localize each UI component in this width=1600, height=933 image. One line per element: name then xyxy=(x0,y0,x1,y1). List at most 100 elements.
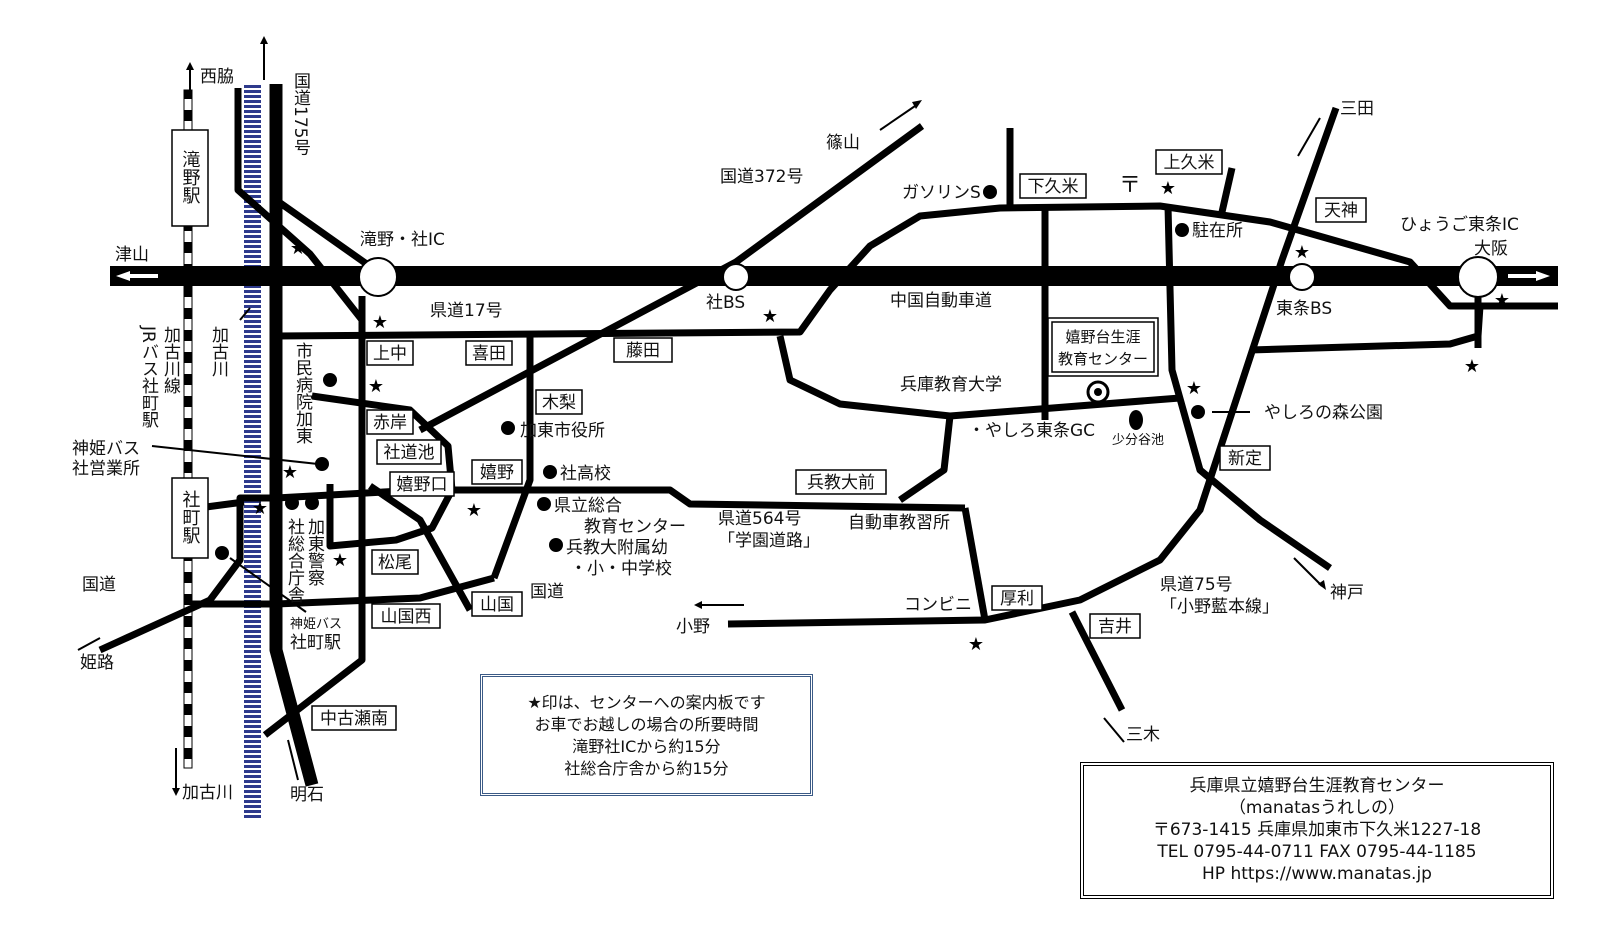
label-yashiro-forest: やしろの森公園 xyxy=(1264,403,1383,423)
route-564 xyxy=(275,486,966,512)
label-shinki-stn-1: 神姫バス xyxy=(290,617,342,632)
kenritsu-dot xyxy=(537,497,551,511)
road-hyokyo-curve xyxy=(776,335,1181,420)
star-sign: ★ xyxy=(290,238,306,259)
label-shobuntani: 少分谷池 xyxy=(1112,433,1164,448)
address-hp: HP https://www.manatas.jp xyxy=(1202,864,1432,884)
center-box-line2: 教育センター xyxy=(1058,350,1148,368)
arrow-sasayama-head xyxy=(912,100,922,109)
sign-box xyxy=(535,389,583,415)
address-phone: TEL 0795-44-0711 FAX 0795-44-1185 xyxy=(1157,842,1477,862)
shinki-station-dot xyxy=(215,546,229,560)
chugoku-expressway xyxy=(110,266,1558,286)
label-miki: 三木 xyxy=(1126,725,1160,745)
road-chuzaisho xyxy=(1164,205,1332,571)
label-sanda: 三田 xyxy=(1340,99,1374,119)
label-convenience: コンビニ xyxy=(904,595,972,615)
sign-box xyxy=(389,471,455,497)
sign-box xyxy=(471,591,523,617)
label-himeji: 姫路 xyxy=(80,653,114,673)
star-sign: ★ xyxy=(1160,178,1176,199)
shobuntani-pond xyxy=(1129,410,1143,430)
star-sign: ★ xyxy=(332,550,348,571)
address-name: 兵庫県立嬉野台生涯教育センター xyxy=(1189,776,1445,796)
sign-box xyxy=(471,459,523,485)
road-ono xyxy=(727,106,1340,628)
label-fuzoku-1: 兵教大附属幼 xyxy=(566,538,668,558)
label-kokudo-mid: 国道 xyxy=(530,582,564,602)
label-route17: 県道17号 xyxy=(430,301,503,321)
label-route75-1: 県道75号 xyxy=(1160,575,1233,595)
label-yashiro-high: 社高校 xyxy=(560,464,611,484)
sign-ureshino: 嬉野 xyxy=(480,463,514,483)
sign-ureshinoguchi: 嬉野口 xyxy=(397,475,448,495)
label-kakogawa-line: 加古川線 xyxy=(160,326,181,394)
label-chosha: 社総合庁舎 xyxy=(284,518,305,603)
sign-box xyxy=(366,409,414,435)
arrow-right-osaka xyxy=(1508,271,1550,281)
notice-line4: 社総合庁舎から約15分 xyxy=(564,759,729,778)
arrow-sasayama xyxy=(879,103,919,131)
sign-kamikume: 上久米 xyxy=(1164,153,1215,173)
sign-box xyxy=(371,603,441,629)
yashiro-station-label: 社町駅 xyxy=(180,490,201,545)
road-ureshino-yamakuni xyxy=(368,483,474,612)
sign-box xyxy=(376,439,442,465)
star-sign: ★ xyxy=(1186,378,1202,399)
road-kamikume xyxy=(1218,167,1236,213)
arrow-nishiwaki-head xyxy=(186,62,194,70)
notice-line2: お車でお越しの場合の所要時間 xyxy=(534,715,759,734)
sign-matsuo: 松尾 xyxy=(378,553,412,573)
label-hospital: 市民病院加東 xyxy=(292,342,313,444)
label-shinki-office-2: 社営業所 xyxy=(72,459,140,479)
label-fuzoku-2: ・小・中学校 xyxy=(570,559,672,579)
road-hyokyo-mae xyxy=(898,415,954,503)
arrow-miki xyxy=(1103,717,1125,743)
label-kobe: 神戸 xyxy=(1330,583,1364,603)
sign-shinjo: 新定 xyxy=(1228,449,1262,469)
sign-box xyxy=(1315,197,1367,223)
arrow-akashi xyxy=(287,739,299,781)
sign-box xyxy=(465,340,513,366)
label-chuzaisho: 駐在所 xyxy=(1192,221,1243,241)
sign-yoshii: 吉井 xyxy=(1098,617,1132,637)
sign-box xyxy=(991,585,1043,611)
road-kida xyxy=(490,334,534,580)
label-route564-1: 県道564号 xyxy=(718,509,801,529)
label-route372: 国道372号 xyxy=(720,167,803,187)
sign-kaminaka: 上中 xyxy=(373,344,407,364)
label-kokudo-left: 国道 xyxy=(82,575,116,595)
address-nickname: （manatasうれしの） xyxy=(1228,798,1406,818)
road-himeji xyxy=(98,494,276,654)
label-kenritsu-1: 県立総合 xyxy=(554,496,622,516)
label-hyogo-univ: 兵庫教育大学 xyxy=(900,375,1002,395)
sign-box xyxy=(1089,613,1141,639)
label-akashi: 明石 xyxy=(290,785,324,805)
arrow-left-tsuyama xyxy=(116,271,158,281)
jr-rail-line xyxy=(183,89,193,769)
notice-line1: ★印は、センターへの案内板です xyxy=(527,693,766,712)
sign-atsuri: 厚利 xyxy=(1000,589,1034,609)
star-sign: ★ xyxy=(1494,290,1510,311)
guide-notice: ★印は、センターへの案内板です お車でお越しの場合の所要時間 滝野社ICから約1… xyxy=(480,674,813,796)
label-route75-2: 「小野藍本線」 xyxy=(1160,597,1279,617)
label-yashiro-gc: ・やしろ東条GC xyxy=(968,421,1095,441)
chosha-dot xyxy=(285,496,299,510)
arrow-sanda xyxy=(1297,117,1321,157)
star-sign: ★ xyxy=(968,634,984,655)
hyogo-tojo-ic-marker xyxy=(1457,256,1499,298)
label-jr-bus: JRバス社町駅 xyxy=(138,325,159,428)
label-hyogo-tojo-ic: ひょうご東条IC xyxy=(1400,215,1519,235)
center-marker-inner xyxy=(1094,388,1102,396)
yashiro-high-dot xyxy=(543,465,557,479)
sign-box xyxy=(311,705,397,731)
star-sign: ★ xyxy=(282,462,298,483)
label-gas-station: ガソリンS xyxy=(902,183,981,203)
takino-station-box xyxy=(171,129,209,227)
tojo-bs-marker xyxy=(1288,263,1316,291)
sign-box xyxy=(613,337,673,363)
arrow-kobe xyxy=(1293,557,1323,587)
sign-tenjin: 天神 xyxy=(1324,201,1358,221)
label-tsuyama: 津山 xyxy=(115,245,149,265)
road-nakafuruse xyxy=(262,620,366,738)
